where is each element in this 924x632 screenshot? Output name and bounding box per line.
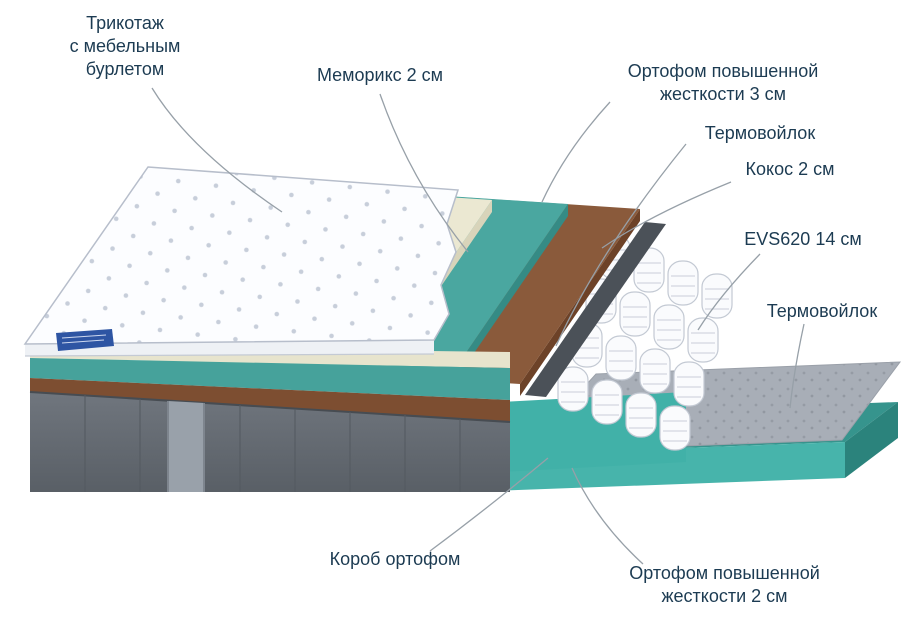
label-memorix: Меморикс 2 см xyxy=(316,65,444,85)
label-ortho3: Ортофом повышенной жесткости 3 см xyxy=(627,61,819,105)
leader-korob xyxy=(429,457,549,552)
layer-quilt-cover xyxy=(23,166,460,357)
leader-felt2 xyxy=(789,323,805,409)
leader-evs xyxy=(697,253,761,331)
leader-felt1 xyxy=(555,143,687,347)
leader-tricot xyxy=(151,87,283,213)
leader-memorix xyxy=(379,93,469,253)
label-felt2: Термовойлок xyxy=(766,301,878,321)
leader-ortho2 xyxy=(571,467,644,565)
leader-lines xyxy=(151,87,805,565)
label-ortho2: Ортофом повышенной жесткости 2 см xyxy=(629,563,820,607)
box-strap xyxy=(167,401,205,492)
label-korob: Короб ортофом xyxy=(329,549,461,569)
layer-thermofelt-top xyxy=(525,222,666,397)
leader-kokos xyxy=(601,181,732,249)
mattress-box-side xyxy=(29,391,511,492)
label-tricot: Трикотаж с мебельным бурлетом xyxy=(69,13,181,80)
label-evs: EVS620 14 см xyxy=(744,229,862,249)
brand-tag xyxy=(56,329,114,351)
leader-ortho3 xyxy=(541,101,611,203)
label-felt1: Термовойлок xyxy=(704,123,816,143)
label-kokos: Кокос 2 см xyxy=(745,159,835,179)
